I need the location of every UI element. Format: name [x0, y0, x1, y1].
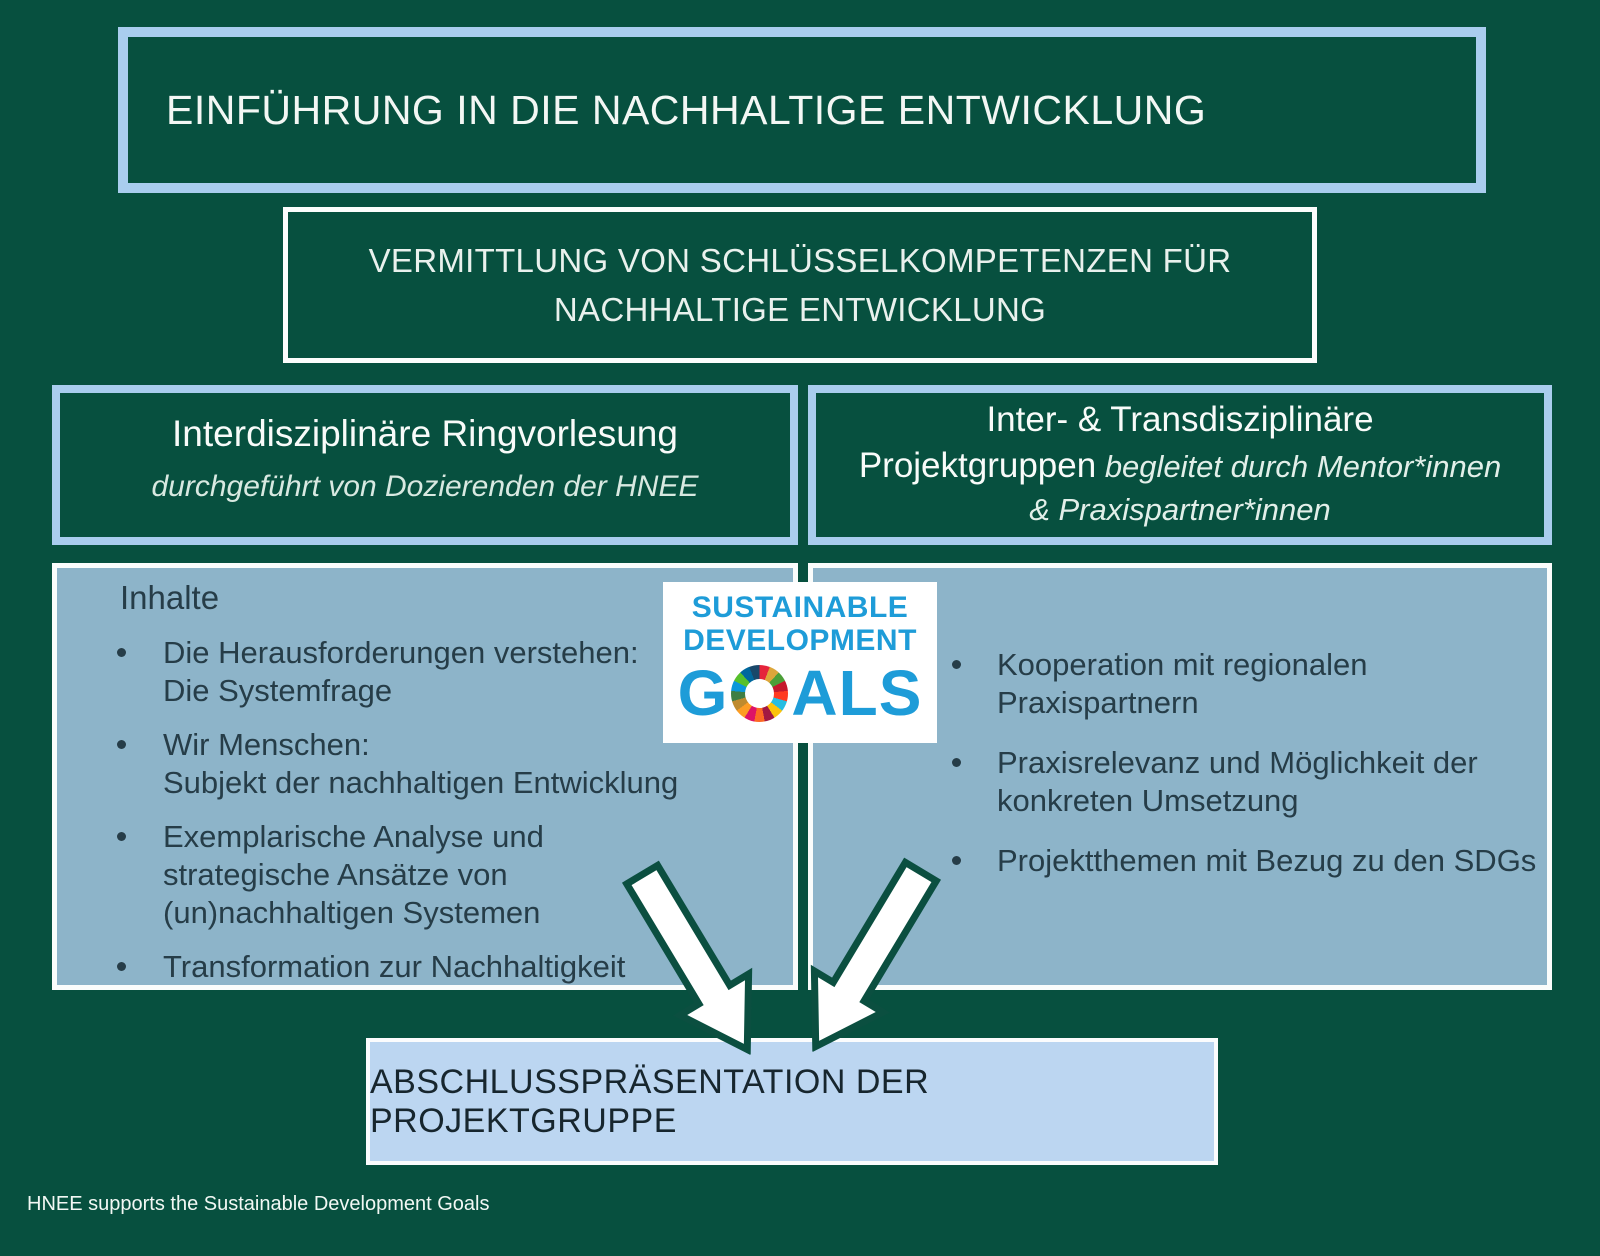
right-header-subtitle-line3: & Praxispartner*innen: [1029, 492, 1331, 527]
sdg-logo-word-goals: G ALS: [678, 658, 923, 728]
left-bullet-list: Die Herausforderungen verstehen: Die Sys…: [57, 634, 793, 1002]
left-column-header: Interdisziplinäre Ringvorlesung durchgef…: [52, 385, 798, 545]
subtitle-box: VERMITTLUNG VON SCHLÜSSELKOMPETENZEN FÜR…: [283, 207, 1317, 363]
page-subtitle: VERMITTLUNG VON SCHLÜSSELKOMPETENZEN FÜR…: [368, 242, 1232, 328]
sdg-logo: SUSTAINABLE DEVELOPMENT G ALS: [663, 582, 937, 743]
list-item: Projektthemen mit Bezug zu den SDGs: [813, 842, 1547, 880]
sdg-wheel-hole: [745, 678, 775, 708]
sdg-goals-letters-als: ALS: [791, 657, 923, 729]
bullet-icon: [117, 740, 126, 749]
bullet-icon: [952, 856, 961, 865]
right-header-title-line1: Inter- & Transdisziplinäre: [986, 400, 1374, 439]
sdg-logo-word-sustainable: SUSTAINABLE: [691, 591, 909, 624]
list-item: Kooperation mit regionalen Praxispartner…: [813, 646, 1547, 722]
list-item: Exemplarische Analyse und strategische A…: [57, 818, 793, 932]
right-column-header: Inter- & Transdisziplinäre Projektgruppe…: [808, 385, 1552, 545]
list-item: Transformation zur Nachhaltigkeit: [57, 948, 793, 986]
left-content-heading: Inhalte: [120, 579, 220, 616]
sdg-goals-letter-g: G: [677, 657, 729, 729]
down-left-arrow-icon: [810, 857, 942, 1053]
bullet-icon: [117, 962, 126, 971]
bullet-icon: [117, 648, 126, 657]
footer-note: HNEE supports the Sustainable Developmen…: [27, 1193, 490, 1215]
bullet-icon: [952, 758, 961, 767]
list-item: Praxisrelevanz und Möglichkeit der konkr…: [813, 744, 1547, 820]
sdg-logo-word-development: DEVELOPMENT: [683, 624, 917, 657]
title-box: EINFÜHRUNG IN DIE NACHHALTIGE ENTWICKLUN…: [118, 27, 1486, 193]
right-bullet-list: Kooperation mit regionalen Praxispartner…: [813, 646, 1547, 902]
list-item: Die Herausforderungen verstehen: Die Sys…: [57, 634, 793, 710]
final-presentation-label: ABSCHLUSSPRÄSENTATION DER PROJEKTGRUPPE: [370, 1062, 930, 1140]
bullet-icon: [952, 660, 961, 669]
right-header-subtitle-inline: begleitet durch Mentor*innen: [1096, 449, 1502, 484]
list-item: Wir Menschen: Subjekt der nachhaltigen E…: [57, 726, 793, 802]
left-header-subtitle: durchgeführt von Dozierenden der HNEE: [151, 470, 699, 503]
final-presentation-box: ABSCHLUSSPRÄSENTATION DER PROJEKTGRUPPE: [366, 1038, 1218, 1165]
bullet-icon: [117, 832, 126, 841]
sdg-color-wheel-icon: [731, 664, 789, 722]
down-right-arrow-icon: [621, 860, 753, 1056]
left-header-title: Interdisziplinäre Ringvorlesung: [172, 413, 678, 454]
right-header-title-line2: Projektgruppen begleitet durch Mentor*in…: [816, 443, 1544, 489]
right-header-title-keyword: Projektgruppen: [858, 446, 1097, 485]
page-title: EINFÜHRUNG IN DIE NACHHALTIGE ENTWICKLUN…: [166, 86, 1207, 133]
